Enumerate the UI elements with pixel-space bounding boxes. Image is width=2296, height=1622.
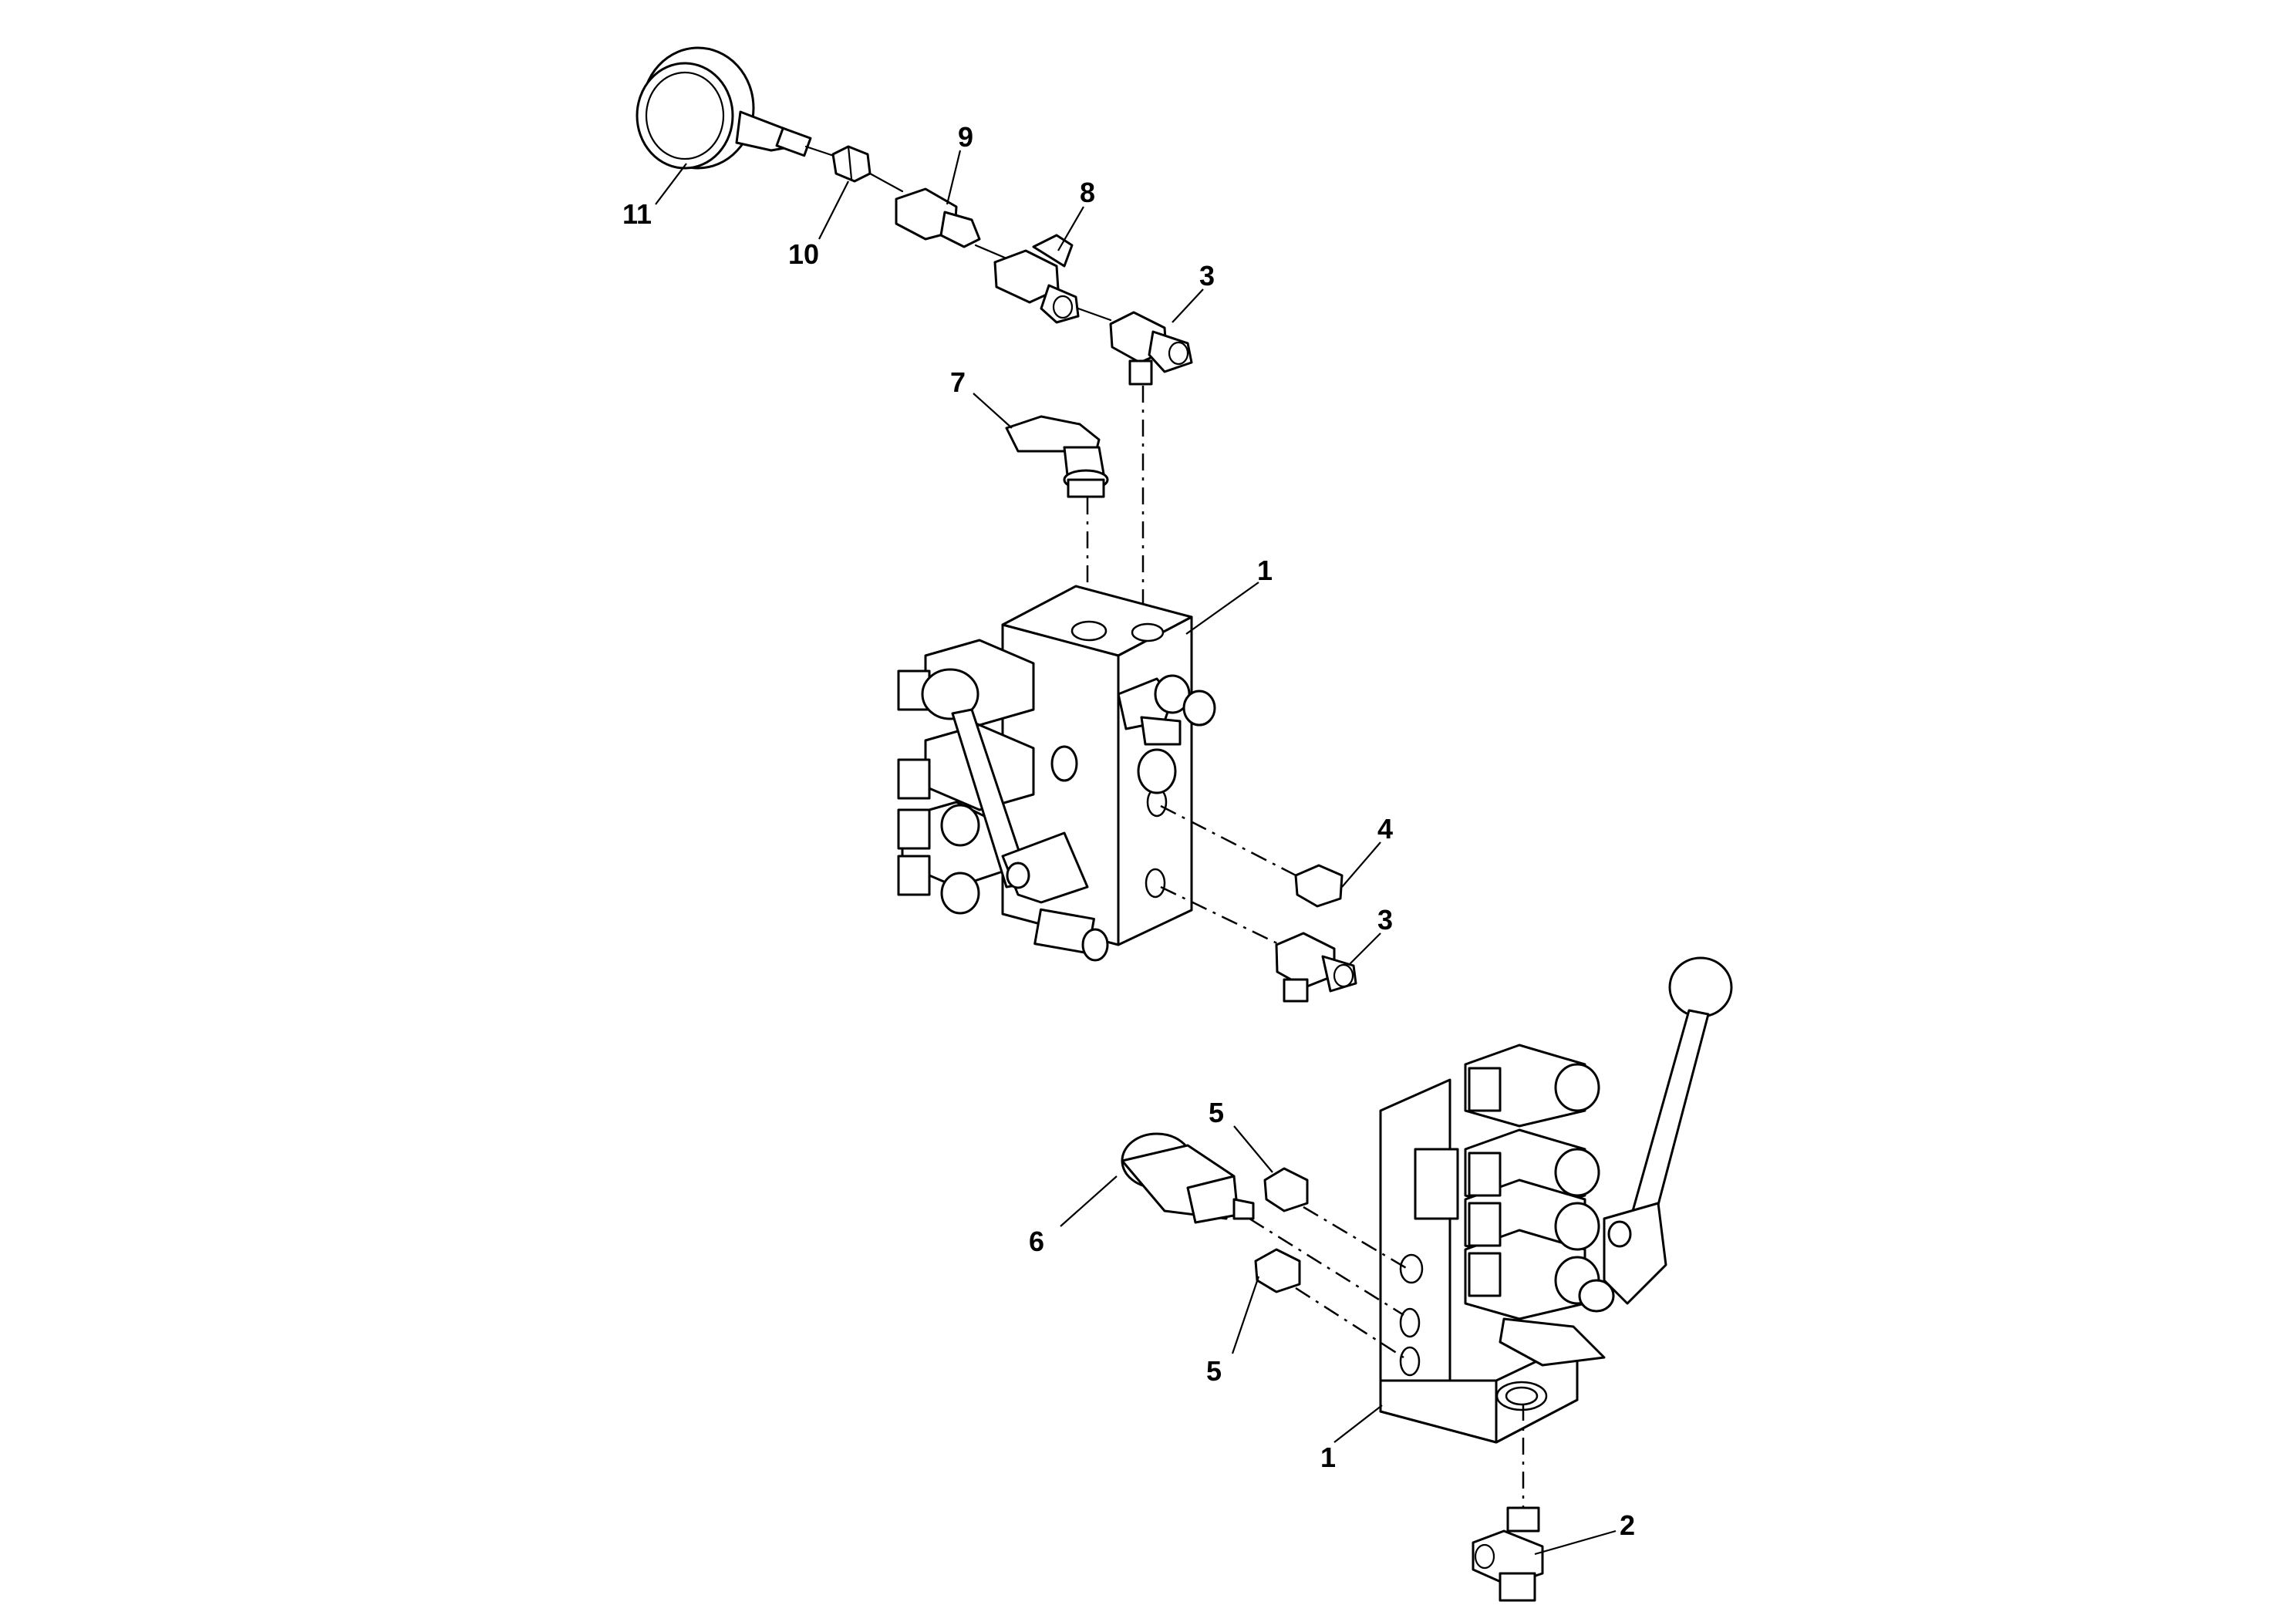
callout-5-top: 5 — [1209, 1097, 1224, 1128]
plug-upper — [1294, 864, 1344, 908]
valve-block-lower — [1379, 956, 1733, 1444]
callout-10: 10 — [788, 238, 819, 270]
pressure-switch — [1121, 1132, 1255, 1224]
coupling — [895, 187, 981, 248]
hex-nut — [831, 145, 872, 183]
pressure-gauge — [636, 46, 812, 170]
callout-2: 2 — [1620, 1509, 1635, 1541]
callout-3-side: 3 — [1377, 904, 1393, 936]
callout-11: 11 — [622, 198, 652, 230]
callout-4: 4 — [1377, 813, 1393, 845]
callout-3-top: 3 — [1199, 260, 1215, 292]
test-point-fitting-side — [1275, 932, 1357, 1003]
elbow-fitting — [1005, 415, 1109, 498]
callout-1-lower: 1 — [1320, 1442, 1336, 1473]
callout-9: 9 — [958, 121, 973, 153]
callout-5-bottom: 5 — [1206, 1355, 1222, 1387]
callout-8: 8 — [1080, 177, 1095, 208]
valve-block-upper — [897, 585, 1216, 962]
test-point-fitting-bottom — [1472, 1506, 1544, 1602]
plug-lower-top — [1263, 1167, 1309, 1212]
tee-fitting — [993, 234, 1080, 324]
plug-lower-bottom — [1254, 1248, 1301, 1293]
test-point-fitting-top — [1109, 311, 1193, 386]
callout-6: 6 — [1029, 1226, 1044, 1257]
callout-1-upper: 1 — [1257, 555, 1273, 586]
callout-7: 7 — [950, 366, 966, 398]
